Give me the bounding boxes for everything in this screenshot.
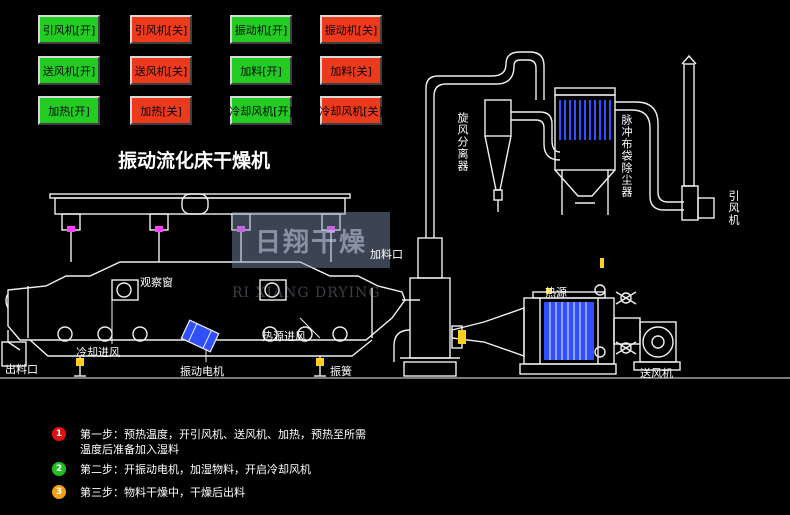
label-cyclone: 旋风分离器 (456, 112, 469, 172)
fan-blower-on-button[interactable]: 送风机[开] (38, 56, 100, 85)
step-text-line: 温度后准备加入湿料 (80, 443, 179, 456)
heat-off-button[interactable]: 加热[关] (130, 96, 192, 125)
feed-on-button[interactable]: 加料[开] (230, 56, 292, 85)
step-number-badge: 2 (52, 462, 66, 476)
vibration-off-button[interactable]: 振动机[关] (320, 15, 382, 44)
step-number-badge: 3 (52, 485, 66, 499)
fan-induced-off-button[interactable]: 引风机[关] (130, 15, 192, 44)
feed-off-button[interactable]: 加料[关] (320, 56, 382, 85)
label-blower: 送风机 (640, 367, 673, 380)
label-vibration-motor: 振动电机 (180, 365, 224, 378)
fan-induced-on-button[interactable]: 引风机[开] (38, 15, 100, 44)
cool-fan-off-button[interactable]: 冷却风机[关] (319, 96, 383, 125)
heat-on-button[interactable]: 加热[开] (38, 96, 100, 125)
machine-title: 振动流化床干燥机 (118, 150, 271, 172)
label-cooling-inlet: 冷却进风 (76, 346, 120, 359)
label-heat-source: 热源 (545, 286, 567, 299)
label-heat-inlet: 热源进风 (262, 330, 306, 343)
cool-fan-on-button[interactable]: 冷却风机[开] (229, 96, 293, 125)
vibration-on-button[interactable]: 振动机[开] (230, 15, 292, 44)
step-text-line: 第一步：预热温度，开引风机、送风机、加热，预热至所需 (80, 428, 366, 441)
label-spring: 振簧 (330, 365, 352, 378)
fan-blower-off-button[interactable]: 送风机[关] (130, 56, 192, 85)
step-text-line: 第三步：物料干燥中，干燥后出料 (80, 486, 245, 499)
label-outlet: 出料口 (5, 363, 38, 376)
label-dust-collector: 脉冲布袋除尘器 (620, 114, 633, 198)
company-watermark-en: RI XIANG DRYING (232, 285, 381, 301)
company-watermark: 日翔干燥 (232, 212, 390, 268)
label-feed-inlet: 加料口 (370, 248, 403, 261)
step-text-line: 第二步：开振动电机，加湿物料，开启冷却风机 (80, 463, 311, 476)
step-number-badge: 1 (52, 427, 66, 441)
label-observation-window: 观察窗 (140, 276, 173, 289)
label-induced-fan: 引风机 (727, 190, 740, 226)
